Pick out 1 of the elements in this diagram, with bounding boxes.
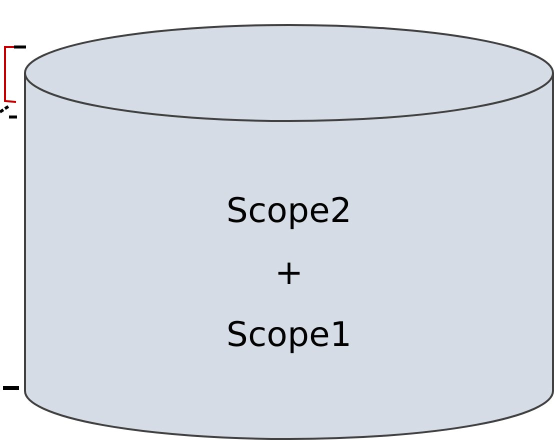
cylinder-label: Scope2 + Scope1 (225, 190, 353, 357)
